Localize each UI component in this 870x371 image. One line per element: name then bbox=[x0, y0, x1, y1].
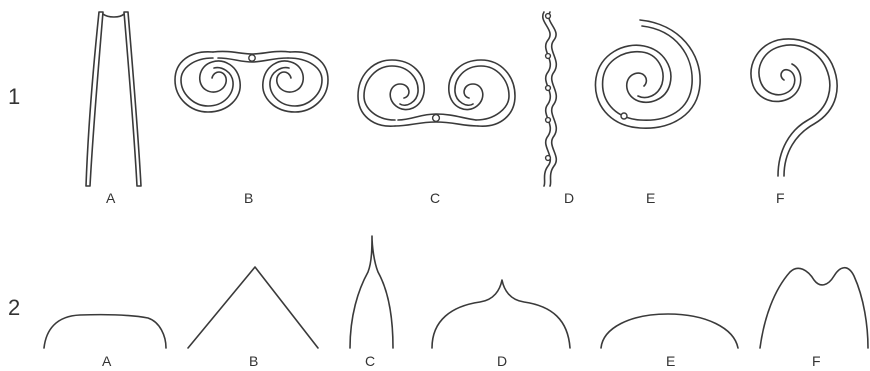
label-2b: B bbox=[249, 353, 258, 369]
label-1e: E bbox=[646, 190, 655, 206]
label-1a: A bbox=[106, 190, 116, 206]
label-2d: D bbox=[497, 353, 507, 369]
row-number-2: 2 bbox=[8, 295, 20, 320]
row-number-1: 1 bbox=[8, 84, 20, 109]
shape-2b-triangle bbox=[188, 267, 318, 348]
shape-1a-prongs bbox=[86, 12, 141, 186]
shape-2d-ogee bbox=[432, 280, 570, 348]
label-1c: C bbox=[430, 190, 440, 206]
shape-1f-spiral-stem bbox=[751, 39, 837, 176]
shape-1d-wavy-stem bbox=[543, 12, 557, 186]
label-2a: A bbox=[102, 353, 112, 369]
shape-2f-double-hump bbox=[760, 268, 868, 348]
shape-2c-spike bbox=[350, 236, 393, 348]
shape-1b-double-spiral bbox=[175, 51, 328, 112]
label-2c: C bbox=[365, 353, 375, 369]
label-2e: E bbox=[666, 353, 675, 369]
shape-2a-flat-top bbox=[44, 315, 166, 348]
shape-2e-semicircle bbox=[601, 314, 738, 348]
label-1b: B bbox=[244, 190, 253, 206]
label-1f: F bbox=[776, 190, 785, 206]
label-1d: D bbox=[564, 190, 574, 206]
label-2f: F bbox=[812, 353, 821, 369]
shape-1e-spiral bbox=[595, 20, 700, 128]
shape-1c-double-spiral bbox=[358, 60, 515, 126]
